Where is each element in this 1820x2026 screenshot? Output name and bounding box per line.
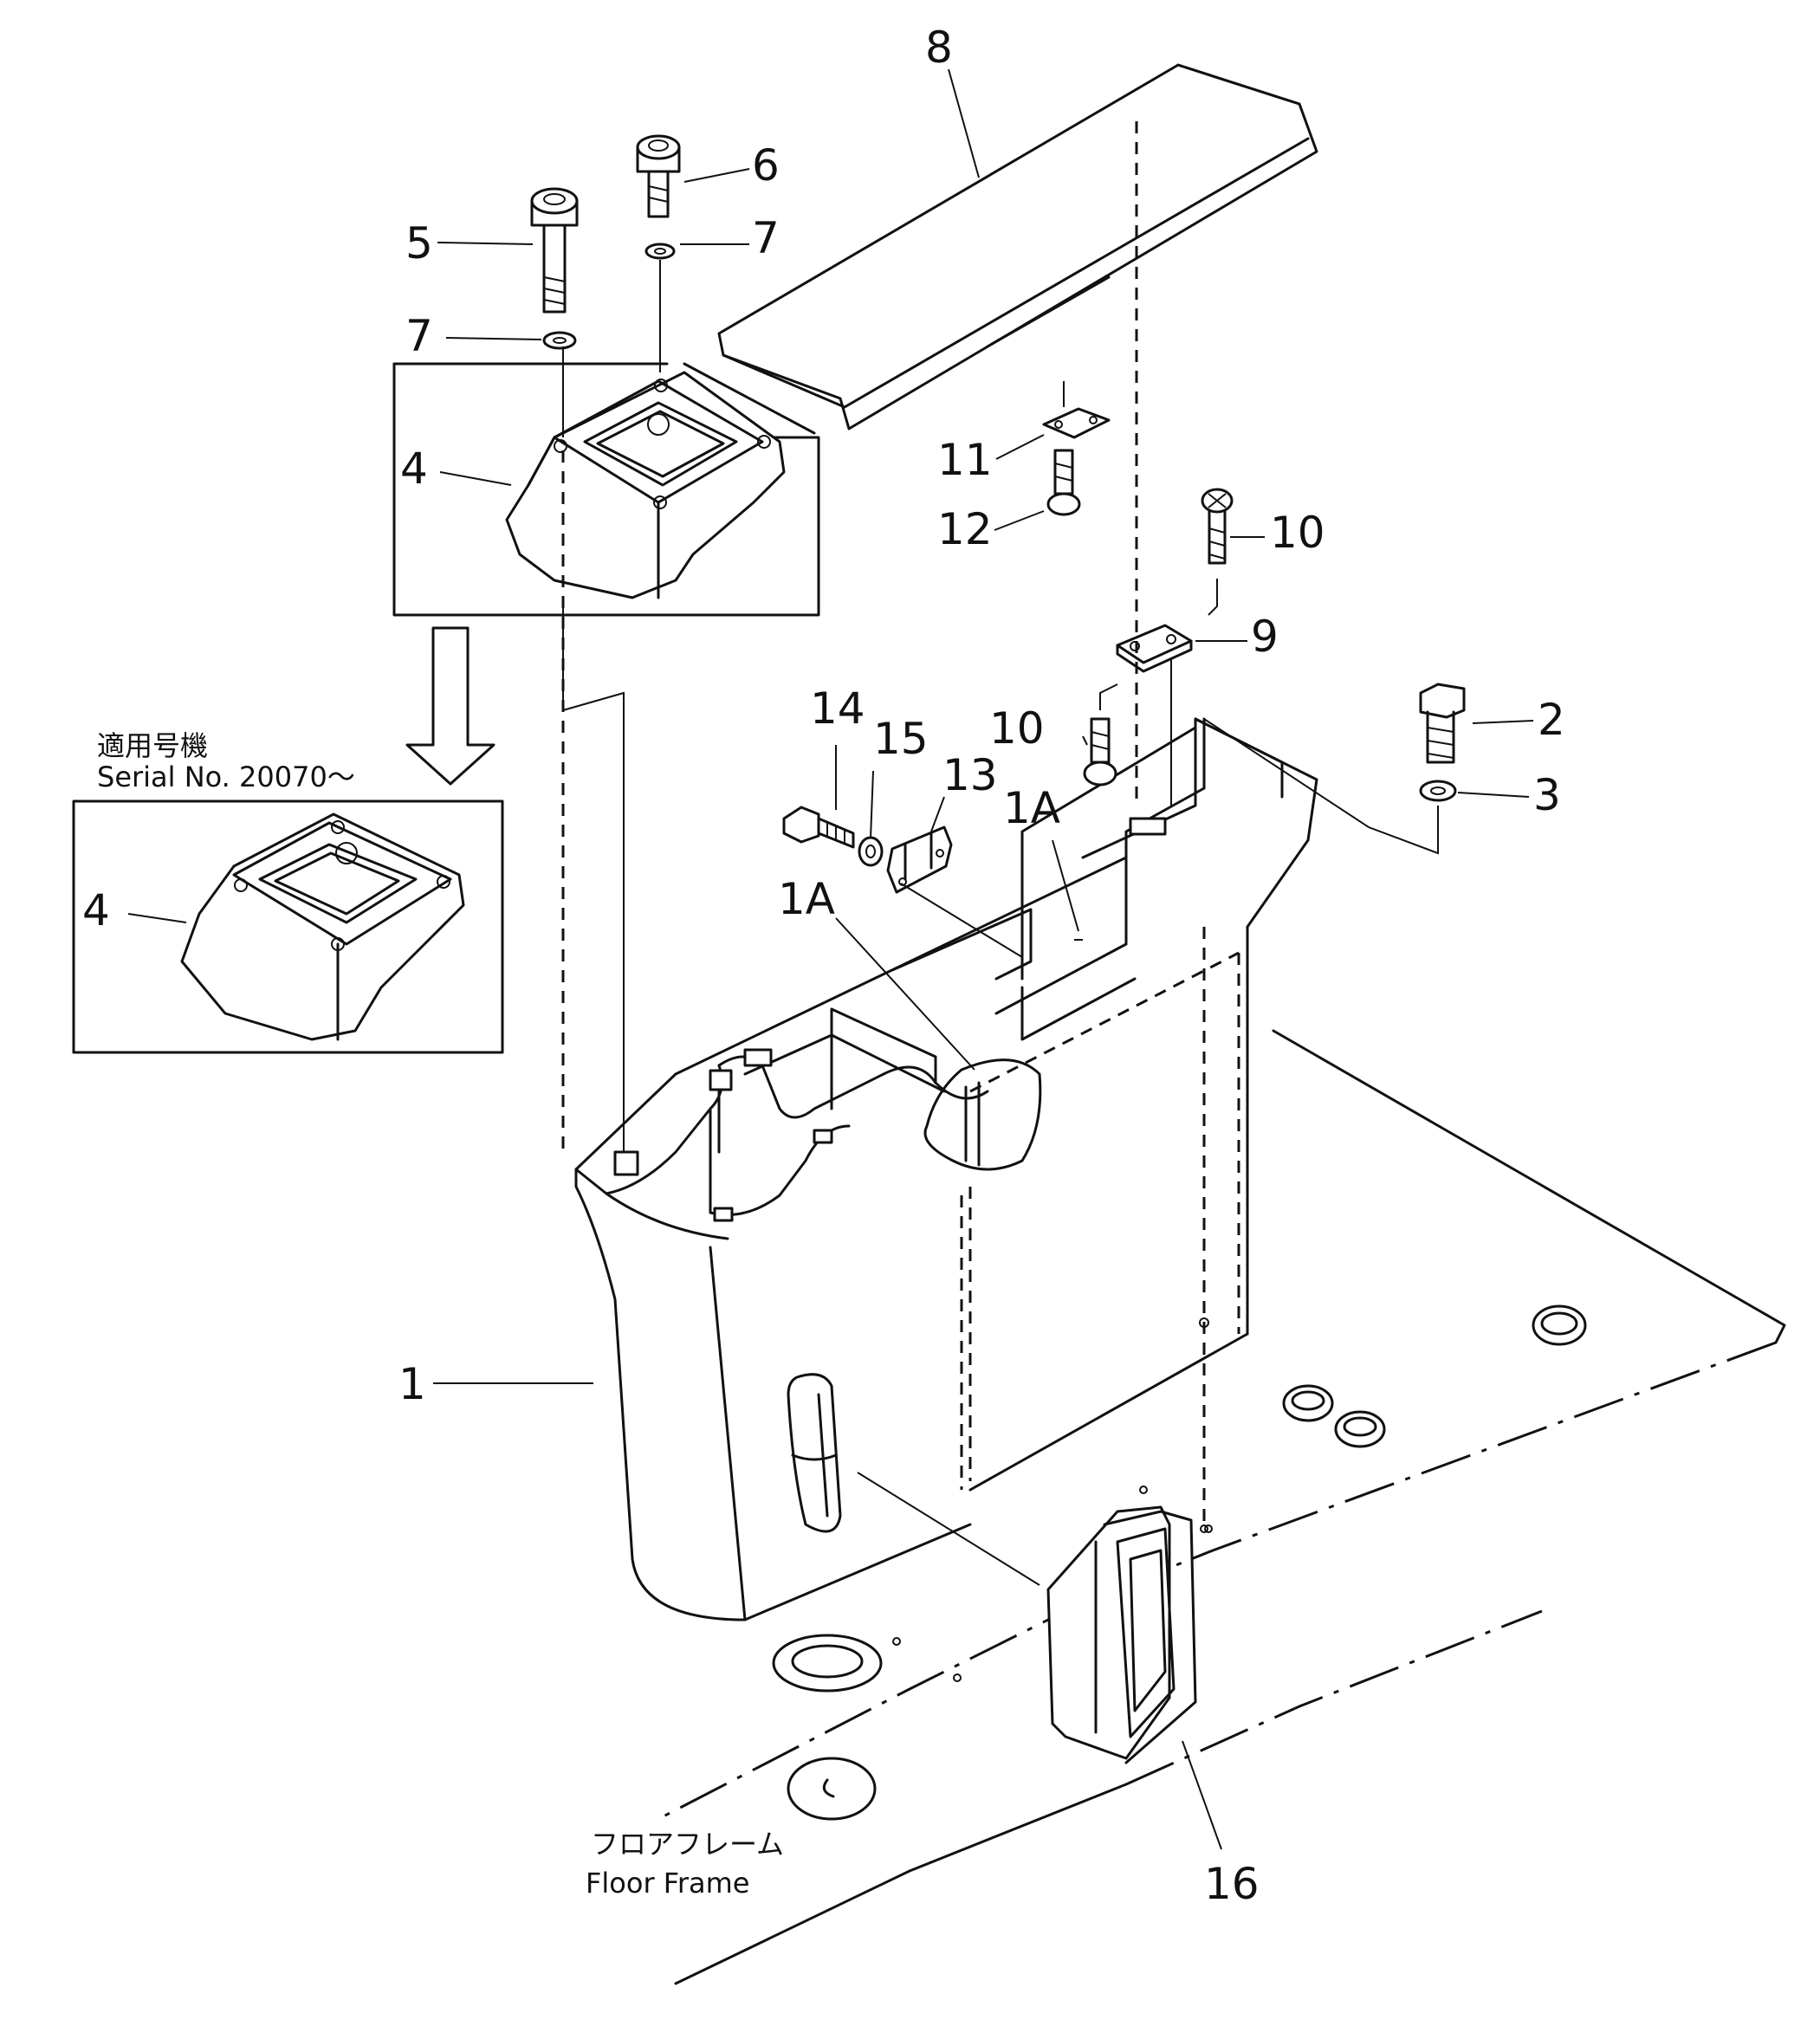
callout-8: 8 [925, 23, 953, 73]
bolt-5 [530, 187, 579, 314]
callout-7-right: 7 [752, 213, 780, 263]
callout-labels: 8 6 7 5 7 4 4 11 12 10 9 10 2 3 14 15 13… [82, 23, 1565, 1909]
washer-7-left [542, 331, 577, 350]
plate-11 [1042, 407, 1111, 439]
inset-note-jp: 適用号機 [97, 729, 208, 762]
armrest-pad [717, 63, 1318, 430]
washer-15 [858, 836, 884, 867]
inset-note-serial: Serial No. 20070～ [97, 761, 355, 793]
bracket-9 [1116, 624, 1193, 673]
callout-1a-right: 1A [1003, 783, 1060, 833]
washer-7-right [644, 243, 676, 260]
screw-10-top [1201, 488, 1234, 565]
floor-frame-label: フロアフレーム Floor Frame [586, 1828, 784, 1900]
washer-3 [1419, 780, 1457, 802]
floor-frame-label-jp: フロアフレーム [591, 1828, 784, 1861]
callout-13: 13 [942, 750, 998, 800]
pocket-16 [1046, 1505, 1197, 1764]
arrow-down-icon [405, 626, 495, 786]
callout-16: 16 [1204, 1859, 1260, 1909]
callout-2: 2 [1538, 695, 1565, 745]
callout-3: 3 [1533, 770, 1561, 820]
console-box [574, 717, 1318, 1621]
callout-10-mid: 10 [989, 703, 1045, 754]
callout-11: 11 [937, 435, 993, 485]
callout-14: 14 [810, 683, 865, 734]
callout-6: 6 [752, 140, 780, 191]
callout-1: 1 [398, 1359, 426, 1409]
callout-15: 15 [873, 714, 929, 764]
screw-12 [1046, 449, 1081, 516]
catch-13 [886, 825, 953, 894]
callout-7-left: 7 [405, 311, 433, 361]
bolt-14 [782, 806, 855, 849]
inset-note: 適用号機 Serial No. 20070～ [97, 729, 355, 793]
callout-4-inset: 4 [82, 885, 110, 935]
callout-10-top: 10 [1270, 508, 1325, 558]
bolt-6 [636, 134, 681, 218]
lever-cover-frame [392, 362, 820, 617]
serial-inset [72, 799, 504, 1054]
bolt-2 [1419, 683, 1466, 764]
callout-1a-left: 1A [778, 874, 835, 924]
callout-leaders [127, 68, 1534, 1850]
callout-4-main: 4 [400, 443, 428, 494]
callout-5: 5 [405, 218, 433, 269]
screw-10-mid [1083, 717, 1117, 786]
callout-12: 12 [937, 504, 993, 554]
callout-9: 9 [1251, 612, 1279, 662]
floor-frame-label-en: Floor Frame [586, 1867, 749, 1900]
